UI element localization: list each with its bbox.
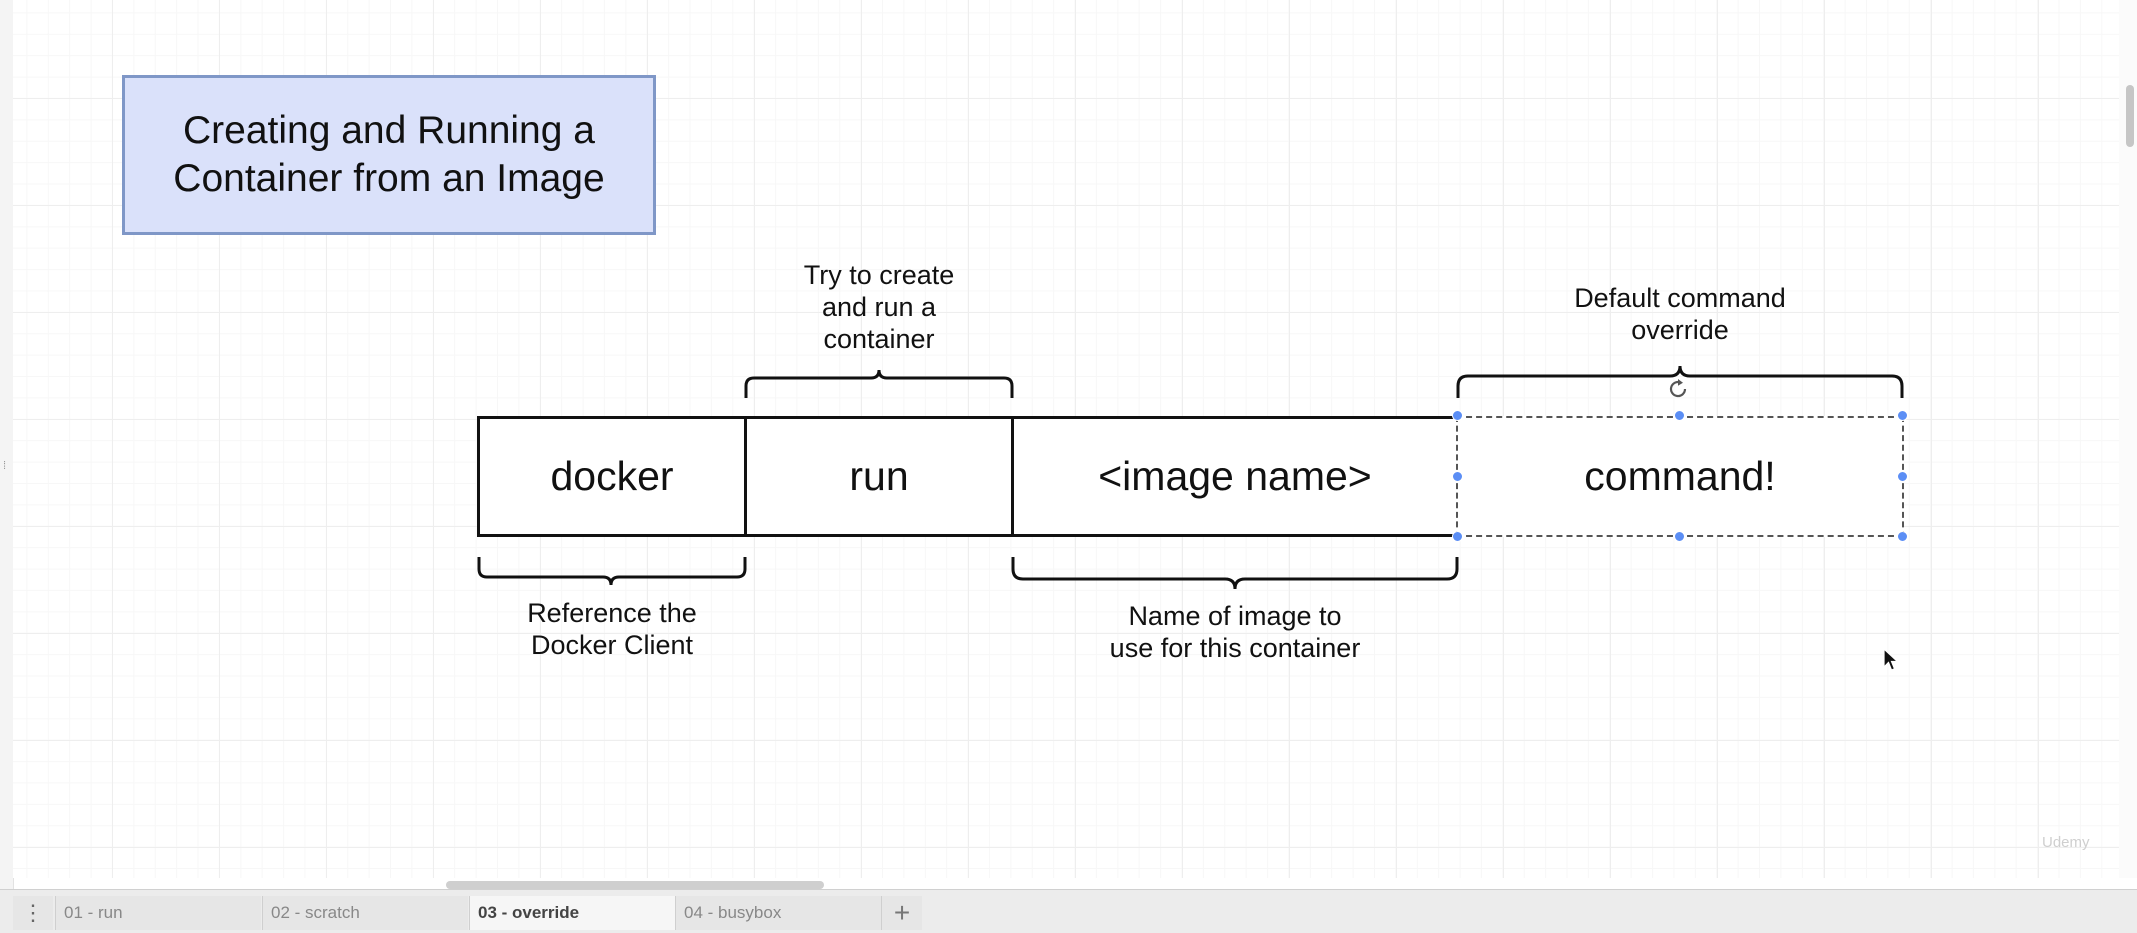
cell-command[interactable]: command!	[1456, 416, 1904, 537]
cell-docker[interactable]: docker	[477, 416, 747, 537]
brace-command	[1456, 365, 1904, 398]
selection-handle-top-left[interactable]	[1452, 410, 1463, 421]
vertical-scrollbar[interactable]	[2119, 0, 2137, 878]
selection-handle-top-right[interactable]	[1897, 410, 1908, 421]
tab-03-override[interactable]: 03 - override	[469, 896, 675, 930]
more-vertical-icon[interactable]: ⋮	[13, 896, 53, 930]
cell-docker-label: docker	[550, 453, 674, 499]
title-box[interactable]: Creating and Running a Container from an…	[122, 75, 656, 235]
cell-image-name-label: <image name>	[1098, 453, 1372, 499]
tab-04-busybox[interactable]: 04 - busybox	[675, 896, 881, 930]
tab-02-scratch[interactable]: 02 - scratch	[262, 896, 468, 930]
horizontal-scrollbar-thumb[interactable]	[446, 881, 824, 889]
udemy-watermark: Udemy	[2042, 834, 2090, 851]
cell-run-label: run	[849, 453, 909, 499]
rotate-icon[interactable]	[1666, 377, 1690, 401]
annotation-command[interactable]: Default command override	[1574, 283, 1786, 345]
annotation-docker[interactable]: Reference the Docker Client	[527, 598, 697, 660]
cell-command-label: command!	[1584, 453, 1776, 499]
vertical-scrollbar-thumb[interactable]	[2126, 85, 2134, 147]
annotation-run[interactable]: Try to create and run a container	[803, 260, 955, 354]
diagram-title: Creating and Running a Container from an…	[173, 109, 605, 200]
brace-docker	[477, 557, 747, 586]
selection-handle-top-center[interactable]	[1674, 410, 1685, 421]
tab-01-run[interactable]: 01 - run	[55, 896, 261, 930]
plus-icon[interactable]: +	[881, 896, 922, 930]
mouse-pointer-icon	[1883, 648, 1899, 671]
brace-image	[1011, 557, 1459, 590]
panel-resize-handle-icon[interactable]: ⁞	[3, 460, 7, 472]
cell-run[interactable]: run	[744, 416, 1014, 537]
cell-image-name[interactable]: <image name>	[1011, 416, 1459, 537]
selection-handle-bottom-center[interactable]	[1674, 531, 1685, 542]
selection-handle-bottom-left[interactable]	[1452, 531, 1463, 542]
page-tab-bar: ⋮ 01 - run 02 - scratch 03 - override 04…	[0, 889, 2137, 933]
selection-handle-bottom-right[interactable]	[1897, 531, 1908, 542]
annotation-image[interactable]: Name of image to use for this container	[1109, 601, 1361, 663]
selection-handle-middle-left[interactable]	[1452, 471, 1463, 482]
brace-run	[744, 369, 1014, 398]
selection-handle-middle-right[interactable]	[1897, 471, 1908, 482]
